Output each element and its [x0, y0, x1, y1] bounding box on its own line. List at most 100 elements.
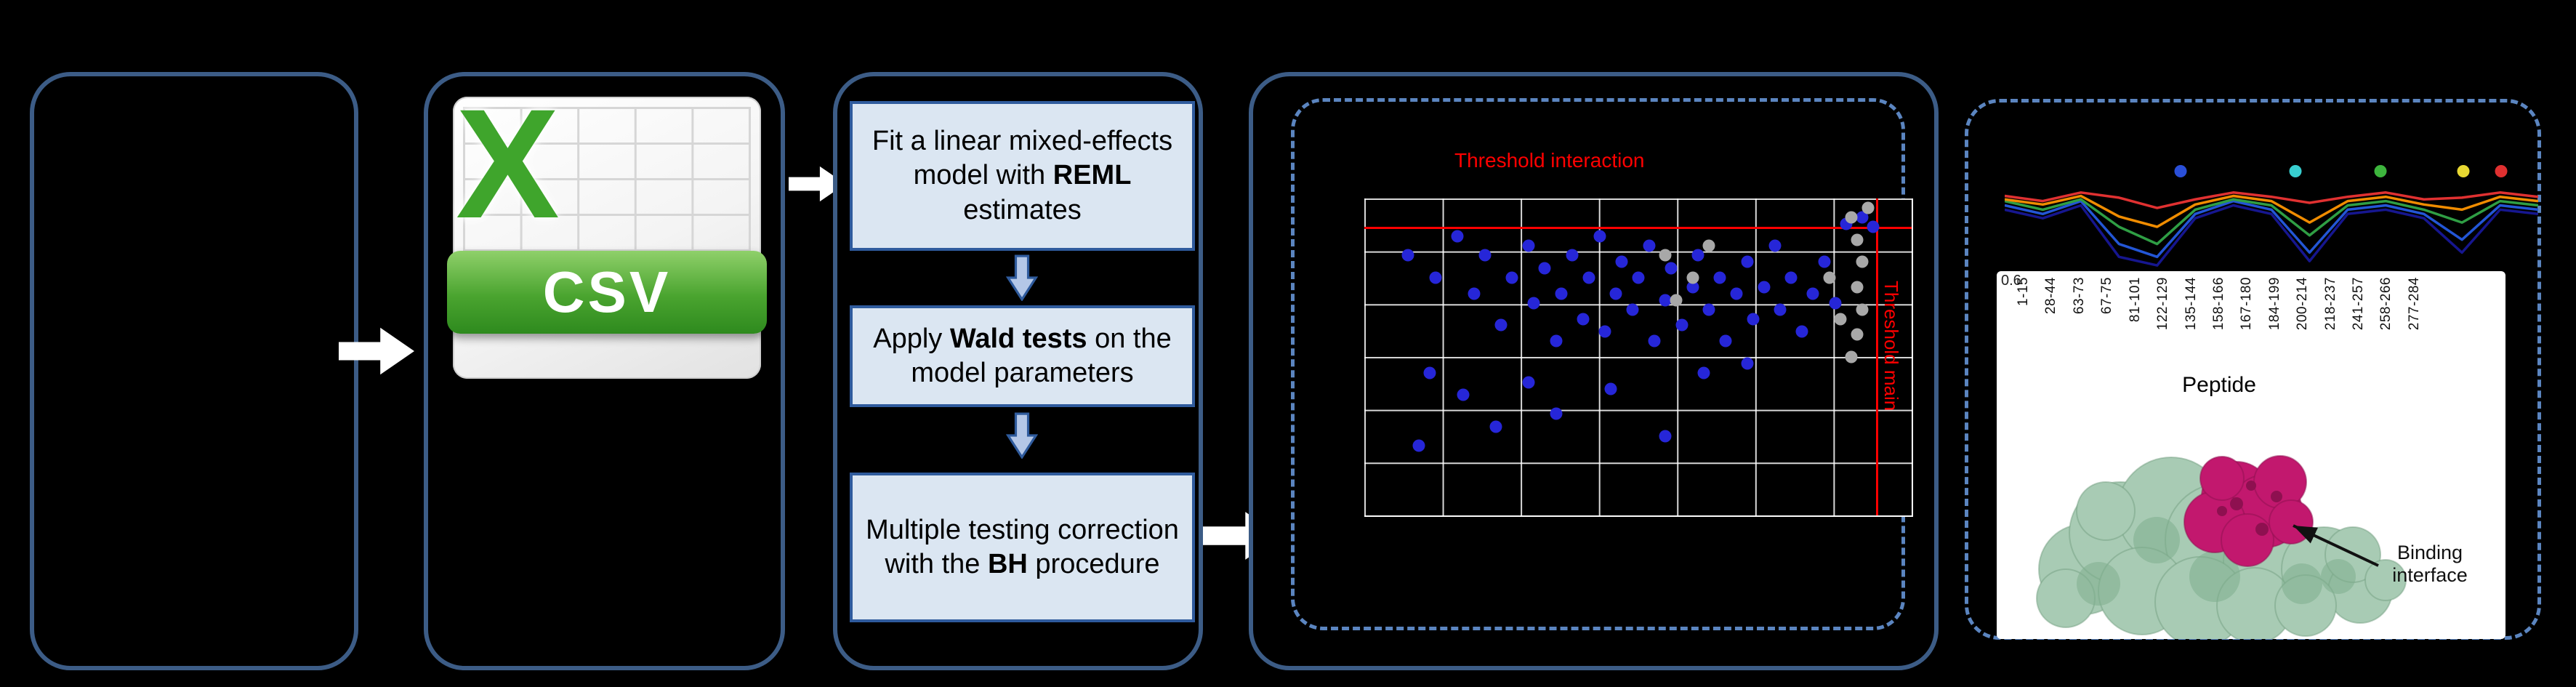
blue-data-point [1468, 287, 1481, 300]
blue-data-point [1758, 281, 1771, 294]
blue-data-point [1829, 297, 1842, 310]
peptide-tick-label: 81-101 [2127, 277, 2143, 323]
blue-data-point [1691, 249, 1704, 262]
peptide-tick-label: 200-214 [2295, 277, 2311, 331]
step-box-wald: Apply Wald tests on the model parameters [850, 305, 1195, 407]
blue-data-point [1412, 439, 1425, 452]
series-marker-dot-2 [2289, 165, 2302, 177]
series-line-blue [2005, 201, 2538, 257]
step-box-reml: Fit a linear mixed-effects model with RE… [850, 101, 1195, 251]
step-box-wald-text: Apply Wald tests on the model parameters [866, 322, 1179, 391]
blue-data-point [1598, 325, 1611, 338]
plain-text: Multiple testing correction with the [866, 514, 1179, 580]
blue-data-point [1566, 249, 1579, 262]
peptide-tick-label: 167-180 [2239, 277, 2255, 331]
peptide-tick-label: 67-75 [2099, 277, 2115, 315]
peptide-line-chart [2005, 184, 2538, 270]
grey-data-point [1845, 350, 1858, 363]
plain-text: procedure [1027, 549, 1160, 579]
blue-data-point [1747, 313, 1760, 326]
blue-data-point [1615, 255, 1628, 268]
blue-data-point [1577, 313, 1590, 326]
bold-text: BH [987, 549, 1028, 579]
blue-data-point [1741, 255, 1754, 268]
blue-data-point [1457, 388, 1470, 401]
blue-data-point [1643, 239, 1656, 252]
plain-text: on the model parameters [911, 323, 1172, 389]
blue-data-point [1741, 357, 1754, 370]
bold-text: Wald tests [949, 323, 1087, 354]
grey-data-point [1659, 249, 1672, 262]
blue-data-point [1795, 325, 1808, 338]
grey-data-point [1823, 271, 1836, 284]
blue-data-point [1423, 366, 1436, 379]
grey-data-point [1861, 201, 1875, 214]
grey-data-point [1834, 313, 1847, 326]
blue-data-point [1702, 303, 1715, 316]
plain-text: Apply [873, 323, 950, 354]
series-marker-dots [2005, 165, 2538, 180]
grey-data-point [1856, 303, 1869, 316]
blue-data-point [1768, 239, 1782, 252]
step-box-bh: Multiple testing correction with the BH … [850, 473, 1195, 622]
peptide-tick-label: 1-15 [2016, 277, 2031, 307]
blue-data-point [1505, 271, 1518, 284]
flow-arrow-right-2-icon [789, 166, 845, 202]
step-box-bh-text: Multiple testing correction with the BH … [866, 513, 1179, 582]
blue-data-point [1774, 303, 1787, 316]
panel-csv-file: X CSV [424, 72, 785, 670]
threshold-interaction-line [1364, 227, 1912, 230]
peptide-tick-label: 277-284 [2406, 277, 2422, 331]
blue-data-point [1719, 334, 1732, 347]
blue-data-point [1538, 262, 1551, 275]
blue-data-point [1527, 297, 1540, 310]
blue-data-point [1730, 287, 1743, 300]
blue-data-point [1784, 271, 1798, 284]
blue-data-point [1555, 287, 1568, 300]
csv-file-icon: X CSV [447, 97, 767, 379]
peptide-tick-label: 63-73 [2071, 277, 2087, 315]
peptide-tick-label: 122-129 [2155, 277, 2171, 331]
flow-arrow-right-1-icon [339, 327, 414, 375]
blue-data-point [1494, 318, 1508, 332]
blue-data-point [1675, 318, 1689, 332]
protein-structure-graphic [2036, 455, 2407, 639]
protein-surface [2036, 457, 2407, 639]
series-marker-dot-4 [2457, 165, 2470, 177]
blue-data-point [1713, 271, 1726, 284]
blue-data-point [1604, 382, 1617, 395]
series-line-green [2005, 199, 2538, 244]
threshold-interaction-label: Threshold interaction [1454, 149, 1645, 172]
blue-data-point [1648, 334, 1661, 347]
blue-data-point [1686, 281, 1699, 294]
series-marker-dot-1 [2174, 165, 2187, 177]
bold-text: REML [1052, 160, 1132, 191]
flow-arrow-down-2-icon [1006, 412, 1038, 459]
y-axis-tick-label: 0.6 [2001, 273, 2021, 289]
blue-data-point [1856, 211, 1869, 224]
scatter-plot: Threshold main [1364, 198, 1913, 517]
blue-data-point [1550, 334, 1563, 347]
blue-data-point [1451, 230, 1464, 243]
step-box-reml-text: Fit a linear mixed-effects model with RE… [866, 124, 1179, 228]
blue-data-point [1659, 294, 1672, 307]
peptide-tick-label: 184-199 [2266, 277, 2282, 331]
plain-text: estimates [963, 194, 1082, 225]
threshold-main-label: Threshold main [1880, 281, 1903, 411]
peptide-tick-label: 135-144 [2183, 277, 2199, 331]
binding-interface-label: Binding interface [2392, 542, 2468, 587]
panel-statistical-workflow: Fit a linear mixed-effects model with RE… [833, 72, 1203, 670]
panel-input [30, 72, 358, 670]
flow-arrow-down-1-icon [1006, 254, 1038, 301]
grey-data-point [1851, 281, 1864, 294]
blue-data-point [1429, 271, 1442, 284]
series-line-navy [2005, 206, 2538, 266]
binding-interface-texture [2217, 481, 2282, 536]
grey-data-point [1702, 239, 1715, 252]
blue-data-point [1659, 430, 1672, 443]
blue-data-point [1818, 255, 1831, 268]
